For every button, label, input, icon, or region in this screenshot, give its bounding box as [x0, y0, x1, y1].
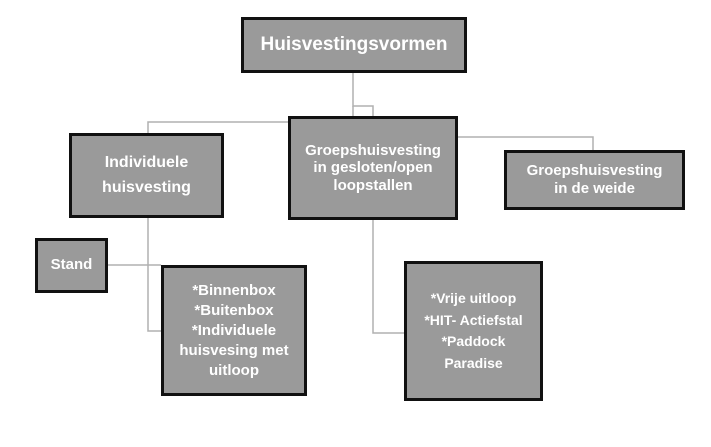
- group-pasture-box: Groepshuisvesting in de weide: [504, 150, 685, 210]
- individual-option-3: *Individuele: [191, 321, 277, 339]
- stand-label: Stand: [50, 256, 93, 274]
- stand-box: Stand: [35, 238, 108, 293]
- individual-options-box: *Binnenbox *Buitenbox *Individuele huisv…: [161, 265, 307, 396]
- group-pasture-line-2: in de weide: [554, 180, 635, 197]
- group-option-2: *HIT- Actiefstal: [424, 311, 523, 328]
- connector-group-options: [372, 220, 404, 334]
- connector-pasture: [458, 136, 594, 150]
- group-stable-line-1: Groepshuisvesting: [305, 142, 441, 160]
- individual-option-1: *Binnenbox: [192, 281, 276, 299]
- individual-option-3-cont-2: uitloop: [209, 361, 259, 379]
- connector-individual: [147, 106, 354, 133]
- group-option-3-cont: Paradise: [444, 354, 503, 371]
- group-stable-line-3: loopstallen: [333, 176, 413, 194]
- individual-housing-box: Individuele huisvesting: [69, 133, 224, 218]
- root-node-box: Huisvestingsvormen: [241, 17, 467, 73]
- group-stable-line-2: in gesloten/open: [313, 159, 433, 177]
- root-node-label: Huisvestingsvormen: [260, 34, 448, 56]
- connector-individual-options: [147, 218, 161, 332]
- group-options-box: *Vrije uitloop *HIT- Actiefstal *Paddock…: [404, 261, 543, 401]
- group-pasture-line-1: Groepshuisvesting: [526, 162, 663, 179]
- group-stable-box: Groepshuisvesting in gesloten/open loops…: [288, 116, 458, 220]
- group-option-3: *Paddock: [441, 333, 506, 349]
- group-option-1: *Vrije uitloop: [430, 290, 517, 306]
- individual-housing-line-1: Individuele: [104, 153, 189, 171]
- individual-option-2: *Buitenbox: [194, 301, 274, 319]
- individual-option-3-cont: huisvesing met: [179, 341, 289, 359]
- individual-housing-line-2: huisvesting: [102, 178, 191, 196]
- connector-root-branch: [352, 73, 374, 116]
